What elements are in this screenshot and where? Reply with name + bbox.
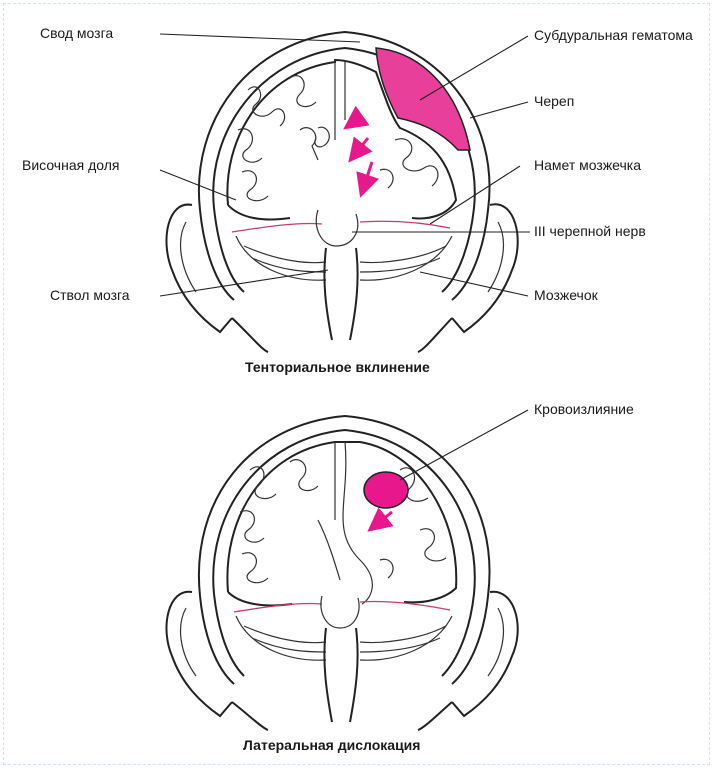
skull-outer-bottom: [199, 416, 490, 684]
label-cerebellum: Мозжечок: [534, 287, 599, 303]
subdural-hematoma-shape: [376, 48, 470, 150]
hemorrhage-shape: [364, 472, 408, 508]
brainstem-shape: [324, 248, 357, 340]
label-tentorium: Намет мозжечка: [534, 157, 641, 173]
right-ear: [452, 204, 518, 332]
top-head-illustration: [160, 32, 530, 352]
right-ear-bottom: [452, 592, 518, 716]
label-brainstem: Ствол мозга: [50, 287, 130, 303]
left-ear: [166, 205, 232, 332]
left-ear-bottom: [166, 592, 232, 716]
label-subdural-hematoma: Субдуральная гематома: [534, 27, 693, 43]
caption-tentorial-herniation: Тенториальное вклинение: [245, 359, 430, 375]
label-cranial-nerve: III черепной нерв: [534, 223, 646, 239]
caption-lateral-dislocation: Латеральная дислокация: [243, 737, 420, 753]
brainstem-shape-bottom: [324, 628, 357, 722]
skull-inner-bottom: [213, 430, 475, 676]
label-temporal-lobe: Височная доля: [22, 157, 119, 173]
label-skull: Череп: [534, 93, 574, 109]
label-hemorrhage: Кровоизлияние: [534, 401, 634, 417]
bottom-head-illustration: [166, 410, 528, 730]
label-brain-vault: Свод мозга: [40, 25, 113, 41]
cerebellum-shape: [236, 236, 452, 280]
